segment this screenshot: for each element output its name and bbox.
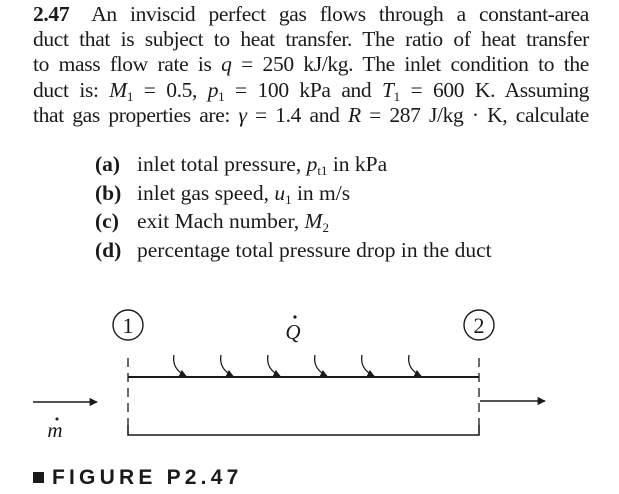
- svg-text:1: 1: [123, 313, 134, 338]
- question-list: (a)inlet total pressure, pt1 in kPa (b)i…: [95, 150, 492, 264]
- heat-transfer-arrows: [172, 354, 422, 377]
- heat-rate-label: Q: [285, 315, 301, 344]
- heat-arrow-icon: [266, 354, 281, 377]
- problem-line-4: duct is: M1 = 0.5, p1 = 100 kPa and T1 =…: [33, 77, 590, 104]
- question-d: (d)percentage total pressure drop in the…: [95, 237, 492, 262]
- problem-line-2: duct that is subject to heat transfer. T…: [33, 27, 589, 52]
- problem-line-3: to mass flow rate is q = 250 kJ/kg. The …: [33, 52, 590, 77]
- question-b: (b)inlet gas speed, u1 in m/s: [95, 180, 351, 207]
- figure-caption: FIGURE P2.47: [33, 466, 242, 490]
- svg-text:2: 2: [474, 313, 485, 338]
- question-a: (a)inlet total pressure, pt1 in kPa: [95, 152, 388, 178]
- heat-arrow-icon: [219, 354, 234, 377]
- station-1-marker: 1: [112, 309, 144, 341]
- heat-arrow-icon: [172, 354, 187, 377]
- duct-bottom-wall: [127, 425, 480, 436]
- heat-arrow-icon: [407, 354, 422, 377]
- mass-flow-label: m: [47, 417, 63, 442]
- problem-line-5: that gas properties are: γ = 1.4 and R =…: [33, 102, 589, 127]
- duct-diagram: 1 2 Q m: [33, 309, 546, 442]
- svg-text:m: m: [47, 418, 62, 442]
- station-2-marker: 2: [463, 309, 495, 341]
- svg-text:Q: Q: [285, 320, 300, 344]
- heat-arrow-icon: [360, 354, 375, 377]
- question-c: (c)exit Mach number, M2: [95, 209, 329, 235]
- heat-arrow-icon: [313, 354, 328, 377]
- problem-number: 2.47: [33, 2, 70, 26]
- caption-square-icon: [33, 472, 44, 483]
